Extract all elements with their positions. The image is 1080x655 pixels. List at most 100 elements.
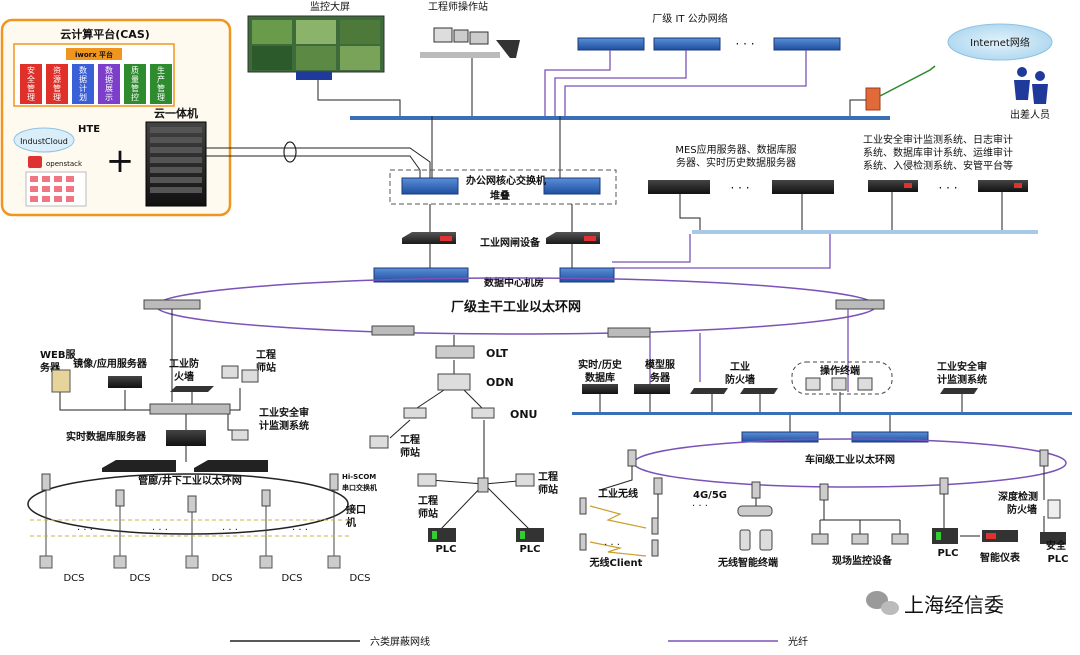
internet-cloud-icon: Internet网络 [947, 23, 1053, 61]
right-firewall-label-1: 工业 [730, 360, 750, 373]
industcloud-logo: IndustCloud HTE [13, 124, 100, 153]
iworx-label: iworx 平台 [75, 50, 113, 59]
cloud-module-label-3: 数据展示 [105, 65, 113, 102]
cloud-module-tile-0 [20, 64, 42, 104]
it-network-label: 厂级 IT 公办网络 [652, 12, 727, 25]
mes-server-1-icon [648, 180, 710, 194]
left-dots-2: · · · [152, 525, 168, 536]
watermark: 上海经信委 [866, 591, 1004, 617]
cloud-uplink-cables [206, 141, 431, 180]
deep-fw-label-2: 防火墙 [1007, 503, 1037, 516]
left-firewall-label-1: 工业防 [169, 357, 199, 370]
fourg-dots: · · · [692, 501, 708, 512]
left-firewall-label-2: 火墙 [174, 370, 194, 383]
firewall-router-icon [865, 87, 881, 111]
op-terminal-group: 操作终端 [791, 361, 893, 395]
mes-label-2: 务器、实时历史数据服务器 [676, 156, 796, 169]
pon-engineer-2-label-2: 师站 [418, 507, 438, 520]
cloud-module-tile-4 [124, 64, 146, 104]
monitor-wall-icon [247, 15, 385, 80]
wireless-client-label: 无线Client [589, 556, 643, 569]
pon-engineer-3-label-2: 师站 [538, 483, 558, 496]
right-plc-label: PLC [937, 548, 958, 559]
op-terminal-label: 操作终端 [820, 364, 860, 377]
web-server-icon [51, 369, 71, 393]
gateway-device-2-icon [546, 232, 600, 244]
web-server-label-1: WEB服 [40, 349, 76, 361]
dc-switch-2-icon [559, 267, 615, 283]
pon-engineer-3-label-1: 工程 [538, 470, 558, 483]
field-monitor-icons [811, 533, 909, 545]
server-bar-links [679, 192, 1003, 230]
dcs-label-2: DCS [129, 573, 150, 584]
travel-staff-label: 出差人员 [1010, 108, 1050, 121]
pon-engineer-2-label-1: 工程 [418, 494, 438, 507]
plc-2-label: PLC [519, 544, 540, 555]
hist-db-icon [582, 384, 618, 394]
dcs-label-3: DCS [211, 573, 232, 584]
gateway-to-dc-links [429, 244, 573, 270]
dcs-label-1: DCS [63, 573, 84, 584]
engineer-station-label: 工程师操作站 [428, 0, 488, 13]
cloud-module-tile-3 [98, 64, 120, 104]
left-audit-label-1: 工业安全审 [259, 406, 309, 419]
watermark-text: 上海经信委 [904, 593, 1004, 617]
hte-label: HTE [78, 124, 100, 135]
openstack-label: openstack [46, 160, 83, 168]
right-firewall-label-2: 防火墙 [725, 373, 755, 386]
hiscom-label-1: Hi-SCOM [342, 473, 376, 481]
office-backbone-bar [350, 116, 890, 120]
onu-1-icon [403, 407, 427, 419]
audit-server-1-icon [868, 180, 918, 192]
audit-label-1: 工业安全审计监测系统、日志审计 [863, 133, 1013, 146]
pon-engineer-1-label-2: 师站 [400, 446, 420, 459]
olt-label: OLT [486, 347, 509, 360]
monitor-wall-label: 监控大屏 [310, 0, 350, 13]
odn-label: ODN [486, 376, 514, 389]
right-firewall-icons [690, 388, 778, 394]
cloud-module-label-1: 资源管理 [53, 65, 61, 102]
dcs-devices [39, 555, 341, 569]
cloud-module-label-0: 安全管理 [27, 65, 35, 102]
wireless-label: 工业无线 [598, 487, 638, 500]
safety-plc-label-2: PLC [1047, 554, 1068, 565]
wechat-icon [866, 591, 899, 615]
pon-links [389, 335, 531, 531]
travel-staff-icon [1014, 67, 1048, 104]
core-to-gateway-links [429, 204, 573, 232]
left-links [59, 309, 241, 462]
app-grid-icon [25, 171, 87, 207]
left-dots-4: · · · [292, 525, 308, 536]
datacenter-label: 数据中心机房 [484, 276, 544, 289]
pon-engineer-3-icon [515, 473, 535, 487]
left-engineer-label-1: 工程 [256, 348, 276, 361]
it-switch-2-icon [653, 37, 721, 51]
audit-label-3: 系统、入侵检测系统、安管平台等 [863, 159, 1013, 172]
stack-label: 堆叠 [490, 189, 510, 202]
deep-fw-icon [1047, 499, 1061, 519]
smart-meter-icon [982, 530, 1018, 542]
odn-icon [437, 373, 471, 391]
cloud-module-label-2: 数据计划 [79, 65, 87, 102]
hist-db-label-2: 数据库 [585, 371, 615, 384]
office-backbone-links [317, 58, 866, 180]
cloud-module-tile-1 [46, 64, 68, 104]
gateway-device-1-icon [402, 232, 456, 244]
workshop-switches-icon [741, 431, 929, 443]
internet-label: Internet网络 [970, 36, 1030, 49]
left-access-switch-icon [149, 403, 231, 415]
realtime-db-icon [166, 430, 206, 446]
audit-server-2-icon [978, 180, 1028, 192]
left-firewall-icon [170, 386, 214, 392]
safety-plc-label-1: 安全 [1046, 539, 1067, 552]
right-fiber-links [649, 309, 849, 392]
smart-terminal-label: 无线智能终端 [717, 556, 778, 569]
legend-fiber-label: 光纤 [788, 635, 808, 648]
mes-server-2-icon [772, 180, 834, 194]
right-audit-label-1: 工业安全审 [937, 360, 987, 373]
left-audit-label-2: 计监测系统 [259, 419, 309, 432]
cloud-module-tile-2 [72, 64, 94, 104]
legend-cat6-label: 六类屏蔽网线 [370, 635, 430, 648]
gateway-label: 工业网闸设备 [480, 236, 541, 249]
left-core-switches-icon [102, 460, 268, 472]
